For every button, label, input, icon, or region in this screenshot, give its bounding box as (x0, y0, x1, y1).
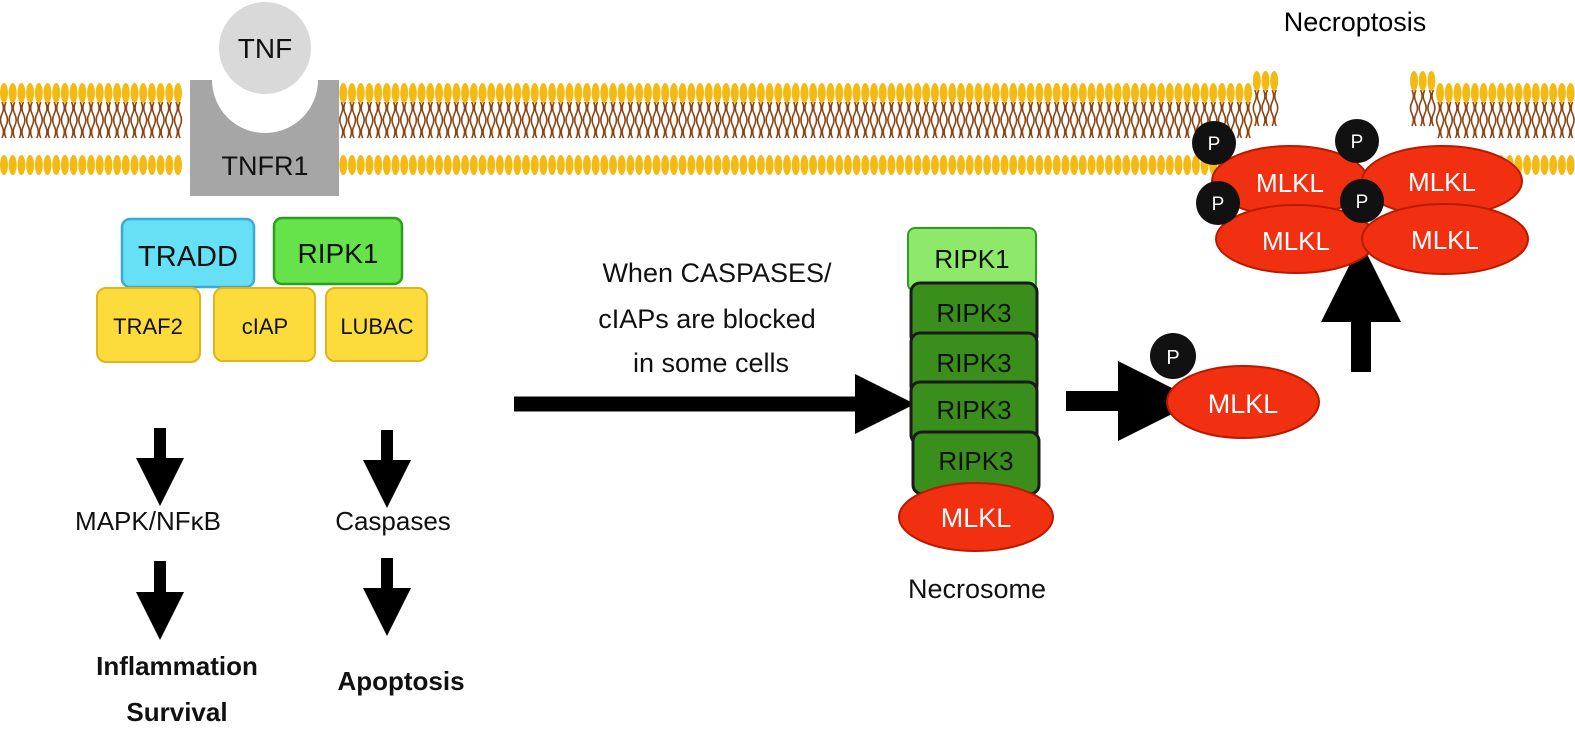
oligomer-phospho-label-1: P (1208, 134, 1221, 155)
condition-line-1: When CASPASES/ (602, 258, 832, 288)
oligomer-mlkl-label-3: MLKL (1262, 226, 1330, 256)
survival-label: Survival (126, 697, 227, 727)
lubac-box (325, 287, 428, 362)
tnf-circle (219, 2, 311, 94)
tradd-label: TRADD (138, 241, 238, 273)
mlkl-oligomer: MLKL MLKL MLKL MLKL P P P P (1192, 119, 1529, 275)
necrosome-ripk3-label-1: RIPK3 (936, 298, 1011, 328)
oligomer-mlkl-4 (1361, 203, 1529, 275)
diagram-title: Necroptosis (1284, 7, 1427, 37)
survival-pathway: MAPK/NFκB Inflammation Survival (75, 428, 258, 727)
necrosome-mlkl-label: MLKL (941, 503, 1012, 533)
inflammation-label: Inflammation (96, 651, 258, 681)
apoptosis-pathway: Caspases Apoptosis (335, 430, 465, 696)
oligomer-phospho-3 (1196, 181, 1240, 225)
phospho-group (1150, 333, 1196, 379)
oligomer-phospho-2 (1335, 119, 1379, 163)
necrosome: RIPK1 RIPK3 RIPK3 RIPK3 RIPK3 MLKL Necro… (898, 227, 1054, 604)
mapk-label: MAPK/NFκB (75, 506, 221, 536)
necrosome-label: Necrosome (908, 574, 1046, 604)
traf2-box (96, 287, 201, 363)
caspases-label: Caspases (335, 506, 451, 536)
necrosome-ripk3-label-3: RIPK3 (936, 395, 1011, 425)
phospho-label: P (1166, 347, 1179, 369)
necrosome-ripk3-label-2: RIPK3 (936, 348, 1011, 378)
ripk1-label: RIPK1 (298, 238, 379, 269)
ciap-box (213, 287, 316, 362)
oligomer-mlkl-label-4: MLKL (1411, 225, 1479, 255)
necrosome-ripk3-label-4: RIPK3 (938, 446, 1013, 476)
phospho-mlkl: MLKL P (1150, 333, 1320, 439)
condition-line-3: in some cells (633, 348, 789, 378)
phospho-mlkl-label: MLKL (1208, 389, 1279, 419)
oligomer-phospho-label-3: P (1212, 194, 1225, 215)
tnf-ligand: TNF (219, 2, 311, 94)
tnfr1-receptor: TNFR1 (190, 80, 339, 196)
tnf-label: TNF (238, 33, 292, 64)
oligomer-mlkl-label-1: MLKL (1256, 168, 1324, 198)
oligomer-phospho-label-2: P (1351, 132, 1364, 153)
oligomer-phospho-4 (1340, 179, 1384, 223)
condition-note: When CASPASES/ cIAPs are blocked in some… (598, 258, 832, 378)
tnfr1-label: TNFR1 (222, 151, 309, 181)
condition-line-2: cIAPs are blocked (598, 304, 816, 334)
ciap-label: cIAP (242, 314, 288, 339)
oligomer-mlkl-label-2: MLKL (1408, 167, 1476, 197)
ripk1-box (272, 216, 404, 286)
traf2-label: TRAF2 (113, 314, 183, 339)
phospho-mlkl-shape (1166, 365, 1320, 439)
oligomer-phospho-1 (1192, 121, 1236, 165)
lubac-label: LUBAC (340, 314, 413, 339)
apoptosis-label: Apoptosis (337, 666, 464, 696)
oligomer-phospho-label-4: P (1356, 192, 1369, 213)
tnfr1-shape (190, 80, 339, 196)
complex-1: TRADD RIPK1 TRAF2 cIAP LUBAC (96, 216, 428, 363)
necrosome-ripk1-label: RIPK1 (934, 244, 1009, 274)
necrosome-mlkl (898, 482, 1054, 552)
